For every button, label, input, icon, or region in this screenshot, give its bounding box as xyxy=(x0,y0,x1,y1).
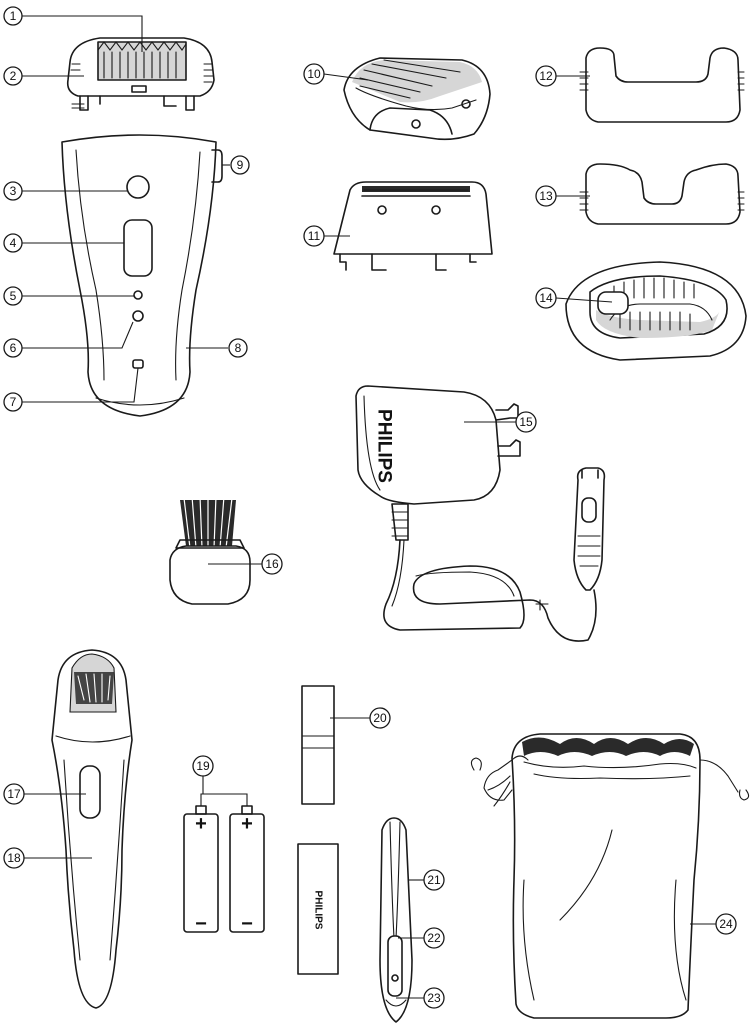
callout-leaders xyxy=(22,15,716,999)
pouch xyxy=(470,733,750,1019)
svg-text:17: 17 xyxy=(7,787,21,801)
shaving-unit xyxy=(333,181,493,271)
svg-text:21: 21 xyxy=(427,873,441,887)
svg-text:10: 10 xyxy=(307,67,321,81)
callout-18: 18 xyxy=(3,847,25,869)
svg-text:4: 4 xyxy=(10,236,17,250)
callout-8: 8 xyxy=(228,338,248,358)
battery-minus-sign: − xyxy=(195,913,207,935)
battery-plus-sign: + xyxy=(195,813,207,835)
shaving-head xyxy=(343,57,491,141)
callout-7: 7 xyxy=(3,392,23,412)
svg-text:13: 13 xyxy=(539,189,553,203)
callout-21: 21 xyxy=(423,869,445,891)
svg-text:2: 2 xyxy=(10,69,17,83)
callout-4: 4 xyxy=(3,233,23,253)
svg-text:3: 3 xyxy=(10,184,17,198)
svg-text:1: 1 xyxy=(10,9,17,23)
epilator-body xyxy=(61,134,223,417)
batteries: + + − − xyxy=(183,805,265,935)
svg-text:14: 14 xyxy=(539,291,553,305)
svg-text:15: 15 xyxy=(519,415,533,429)
callout-20: 20 xyxy=(369,707,391,729)
svg-text:24: 24 xyxy=(719,917,733,931)
callout-3: 3 xyxy=(3,181,23,201)
svg-text:18: 18 xyxy=(7,851,21,865)
svg-text:20: 20 xyxy=(373,711,387,725)
svg-text:9: 9 xyxy=(237,158,244,172)
case-brand-label: PHILIPS xyxy=(313,891,324,930)
adapter xyxy=(355,385,606,642)
storage-tube: PHILIPS xyxy=(297,685,339,975)
callout-10: 10 xyxy=(303,63,325,85)
callout-17: 17 xyxy=(3,783,25,805)
massage-cap xyxy=(565,261,747,361)
callout-13: 13 xyxy=(535,185,557,207)
callout-12: 12 xyxy=(535,65,557,87)
svg-text:16: 16 xyxy=(265,557,279,571)
battery-plus-sign: + xyxy=(241,813,253,835)
callout-6: 6 xyxy=(3,338,23,358)
callout-16: 16 xyxy=(261,553,283,575)
svg-text:19: 19 xyxy=(196,759,210,773)
comb-cap-large xyxy=(579,47,745,123)
epilator-head xyxy=(66,37,215,111)
svg-text:12: 12 xyxy=(539,69,553,83)
battery-minus-sign: − xyxy=(241,913,253,935)
callout-24: 24 xyxy=(715,913,737,935)
svg-text:23: 23 xyxy=(427,991,441,1005)
callout-2: 2 xyxy=(3,66,23,86)
svg-text:11: 11 xyxy=(308,229,321,243)
callout-15: 15 xyxy=(515,411,537,433)
svg-text:6: 6 xyxy=(10,341,17,355)
comb-cap-small xyxy=(579,163,745,225)
callout-23: 23 xyxy=(423,987,445,1009)
callout-9: 9 xyxy=(230,155,250,175)
svg-text:22: 22 xyxy=(427,931,441,945)
svg-text:7: 7 xyxy=(10,395,17,409)
adapter-brand-label: PHILIPS xyxy=(374,409,395,483)
callout-labels: 1 2 3 4 5 6 7 8 9 10 11 12 13 14 15 16 1… xyxy=(3,6,737,1009)
svg-text:5: 5 xyxy=(10,289,17,303)
callout-14: 14 xyxy=(535,287,557,309)
svg-text:8: 8 xyxy=(235,341,242,355)
callout-11: 11 xyxy=(303,225,325,247)
callout-19: 19 xyxy=(192,755,214,777)
callout-1: 1 xyxy=(3,6,23,26)
callout-22: 22 xyxy=(423,927,445,949)
cleaning-brush xyxy=(169,495,251,605)
mini-epilator xyxy=(51,649,133,1009)
tweezers xyxy=(379,817,413,1023)
callout-5: 5 xyxy=(3,286,23,306)
